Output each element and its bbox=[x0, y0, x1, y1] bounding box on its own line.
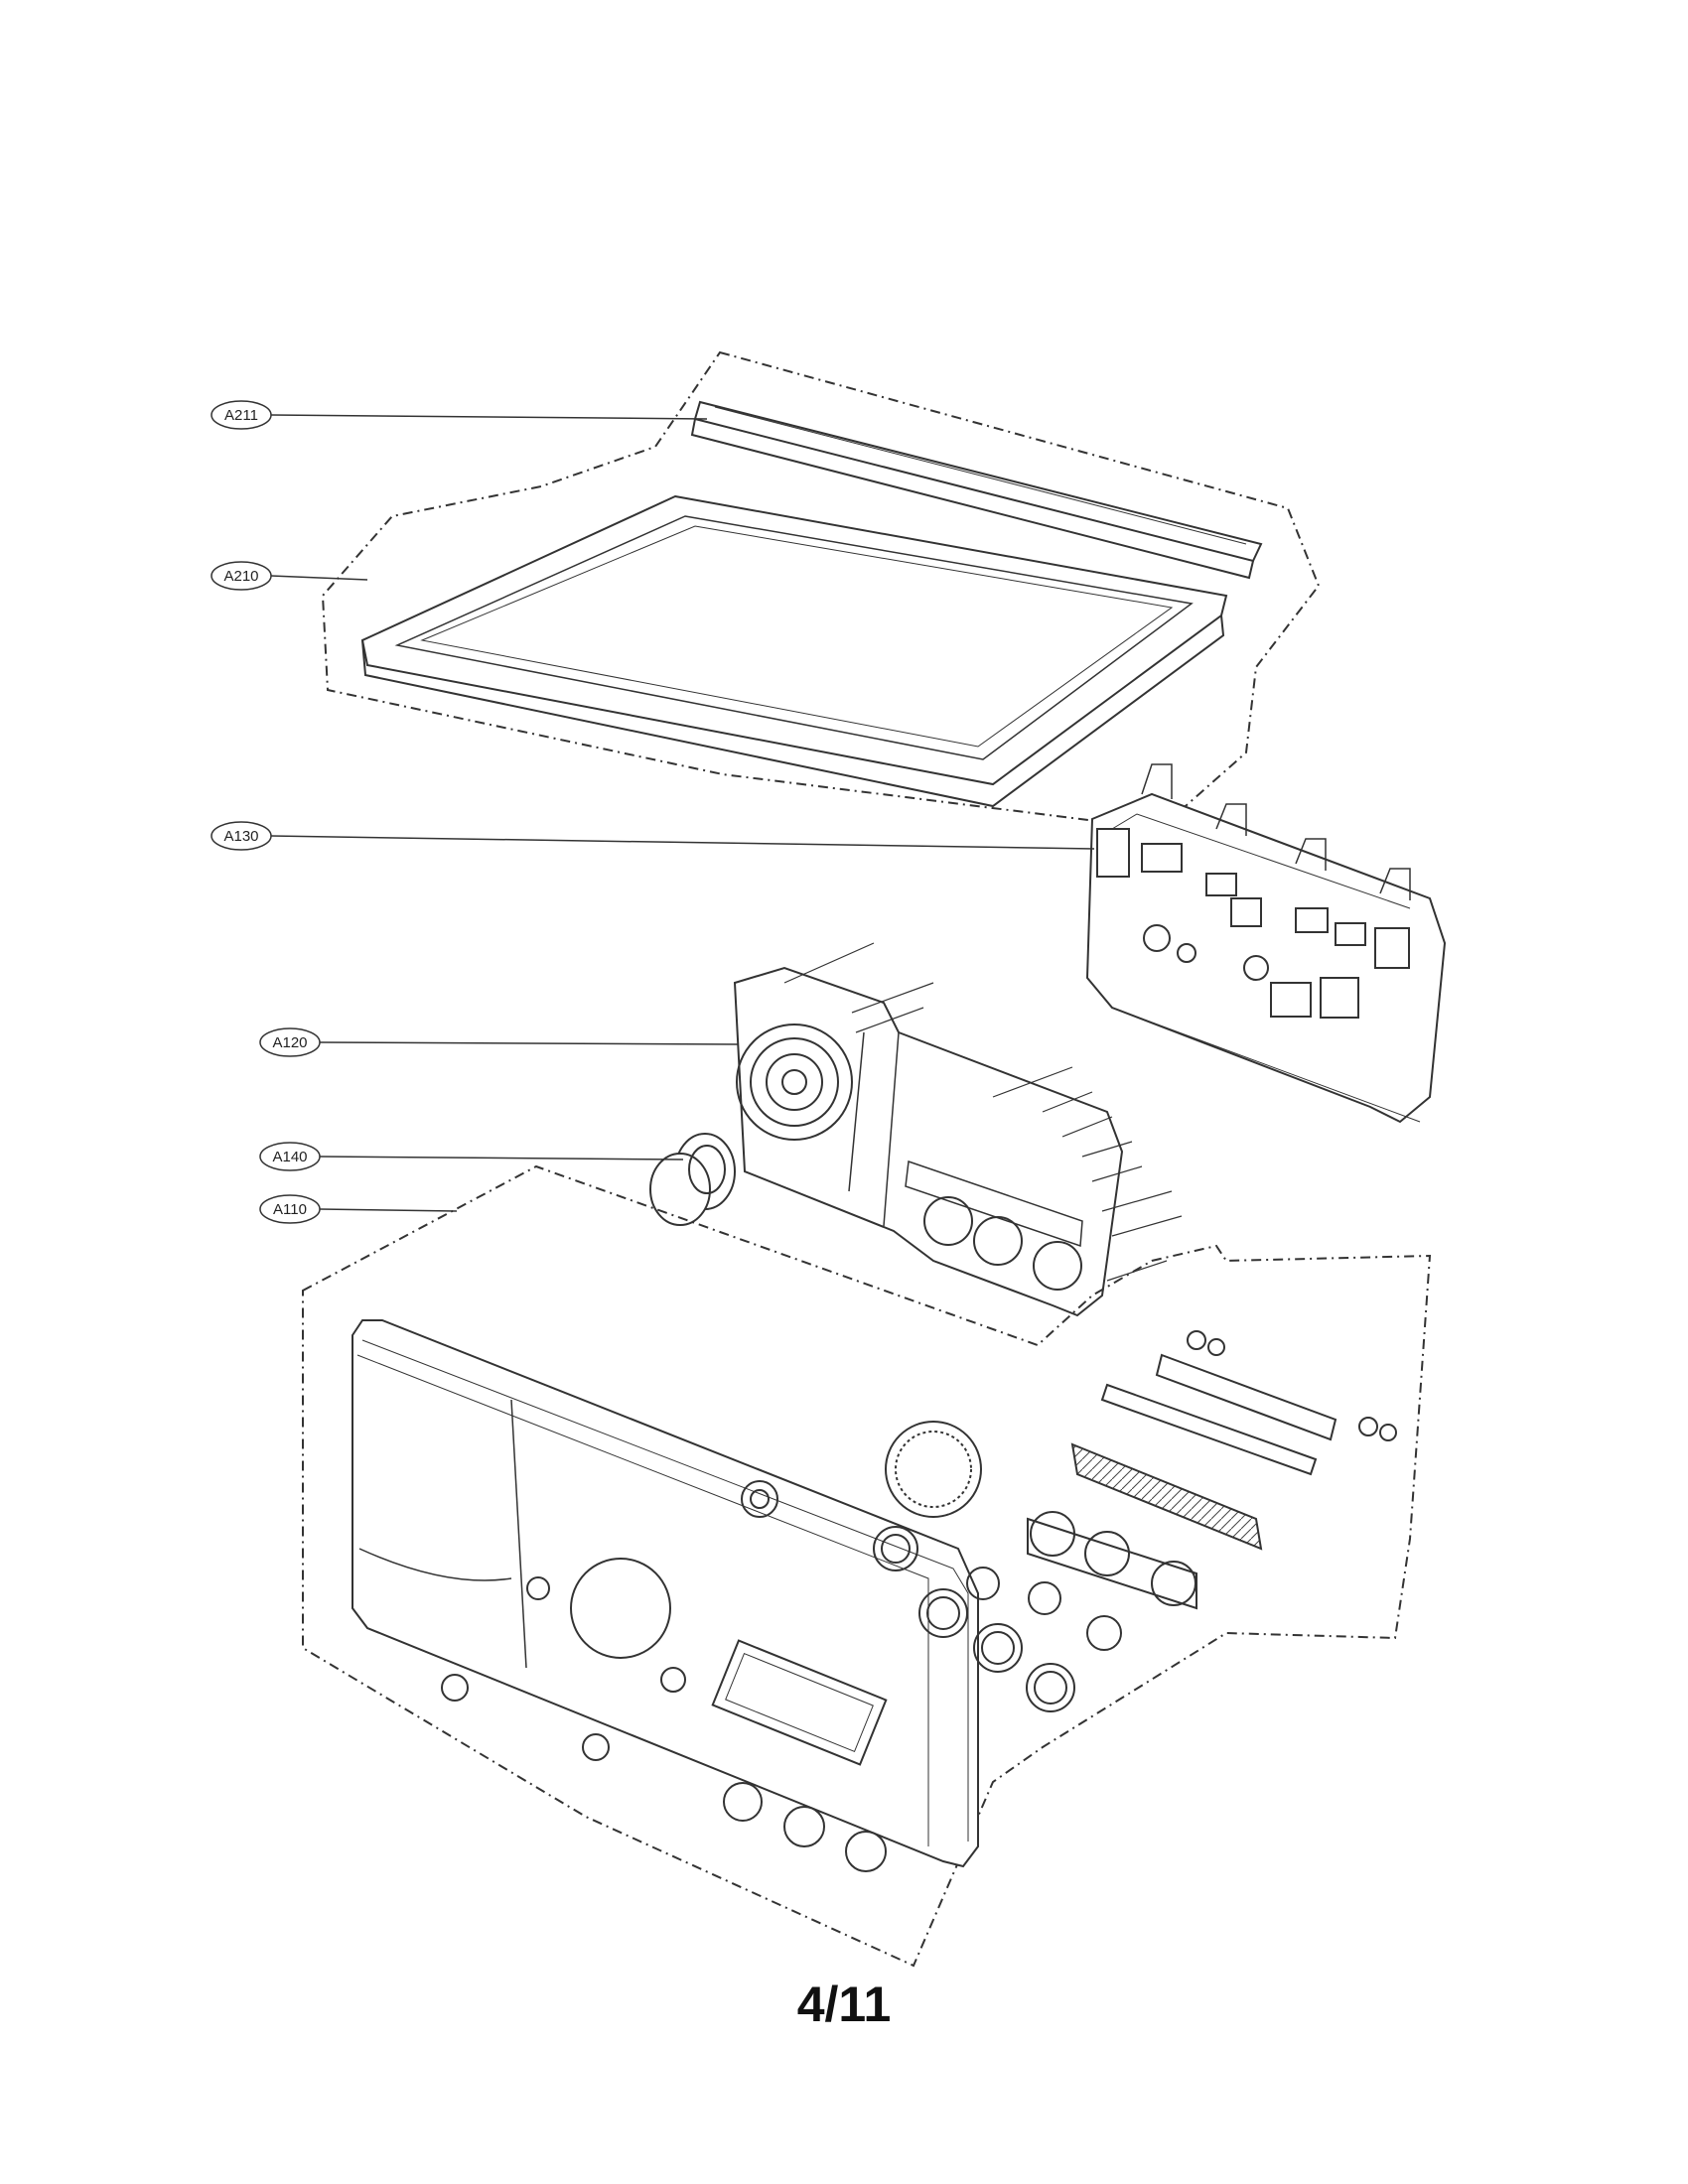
callout-a211: A211 bbox=[211, 400, 708, 430]
top-group-boundary bbox=[321, 350, 1321, 831]
svg-text:A211: A211 bbox=[224, 407, 258, 424]
svg-text:A110: A110 bbox=[273, 1201, 307, 1218]
button-parts bbox=[741, 1330, 1397, 1712]
svg-text:A210: A210 bbox=[223, 568, 258, 585]
panel-group-boundary bbox=[302, 1164, 1432, 1968]
callout-a130: A130 bbox=[211, 821, 1095, 851]
svg-text:A120: A120 bbox=[272, 1034, 307, 1051]
top-rail-part bbox=[690, 400, 1263, 580]
callout-a110: A110 bbox=[259, 1194, 458, 1224]
page-number: 4/11 bbox=[796, 1977, 892, 2032]
knob-part bbox=[649, 1133, 736, 1226]
svg-text:A140: A140 bbox=[272, 1149, 307, 1165]
top-cover-part bbox=[360, 494, 1228, 808]
control-panel-part bbox=[352, 1319, 979, 1872]
callout-a120: A120 bbox=[259, 1027, 739, 1057]
callout-a210: A210 bbox=[211, 561, 368, 591]
control-frame-part bbox=[733, 942, 1183, 1317]
svg-text:A130: A130 bbox=[223, 828, 258, 845]
main-pcb-part bbox=[1085, 763, 1447, 1124]
callout-a140: A140 bbox=[259, 1142, 684, 1171]
